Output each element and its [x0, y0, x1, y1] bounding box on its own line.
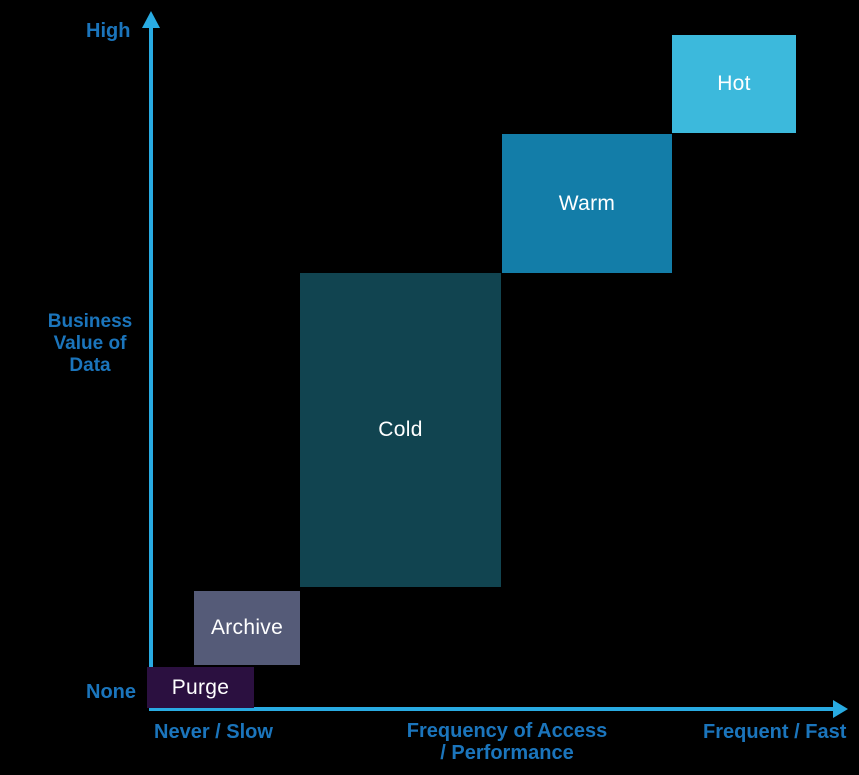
tier-purge: Purge	[147, 667, 254, 708]
x-axis-line	[149, 707, 834, 711]
x-axis-title-line1: Frequency of Access	[406, 720, 608, 742]
arrow-up-icon	[142, 11, 160, 28]
arrow-right-icon	[833, 700, 848, 718]
x-axis-title-line2: / Performance	[440, 742, 574, 764]
y-axis-title: Business Value of Data	[38, 311, 142, 377]
tier-cold-label: Cold	[378, 418, 423, 441]
y-axis-title-line3: Data	[69, 355, 111, 376]
tier-hot-label: Hot	[717, 72, 751, 95]
x-axis-never-slow-label: Never / Slow	[154, 721, 273, 743]
y-axis-line	[149, 26, 153, 711]
tier-cold: Cold	[300, 273, 501, 587]
x-axis-frequent-fast-label: Frequent / Fast	[703, 721, 847, 743]
tier-archive-label: Archive	[210, 616, 284, 639]
tier-archive: Archive	[194, 591, 300, 665]
y-axis-high-label: High	[86, 20, 131, 42]
y-axis-title-line2: Value of	[53, 333, 127, 354]
tier-hot: Hot	[672, 35, 796, 133]
x-axis-title: Frequency of Access / Performance	[397, 720, 617, 764]
y-axis-title-line1: Business	[47, 311, 133, 332]
tier-purge-label: Purge	[171, 675, 230, 699]
tier-warm: Warm	[502, 134, 672, 273]
y-axis-none-label: None	[86, 681, 136, 703]
tier-warm-label: Warm	[558, 191, 616, 215]
